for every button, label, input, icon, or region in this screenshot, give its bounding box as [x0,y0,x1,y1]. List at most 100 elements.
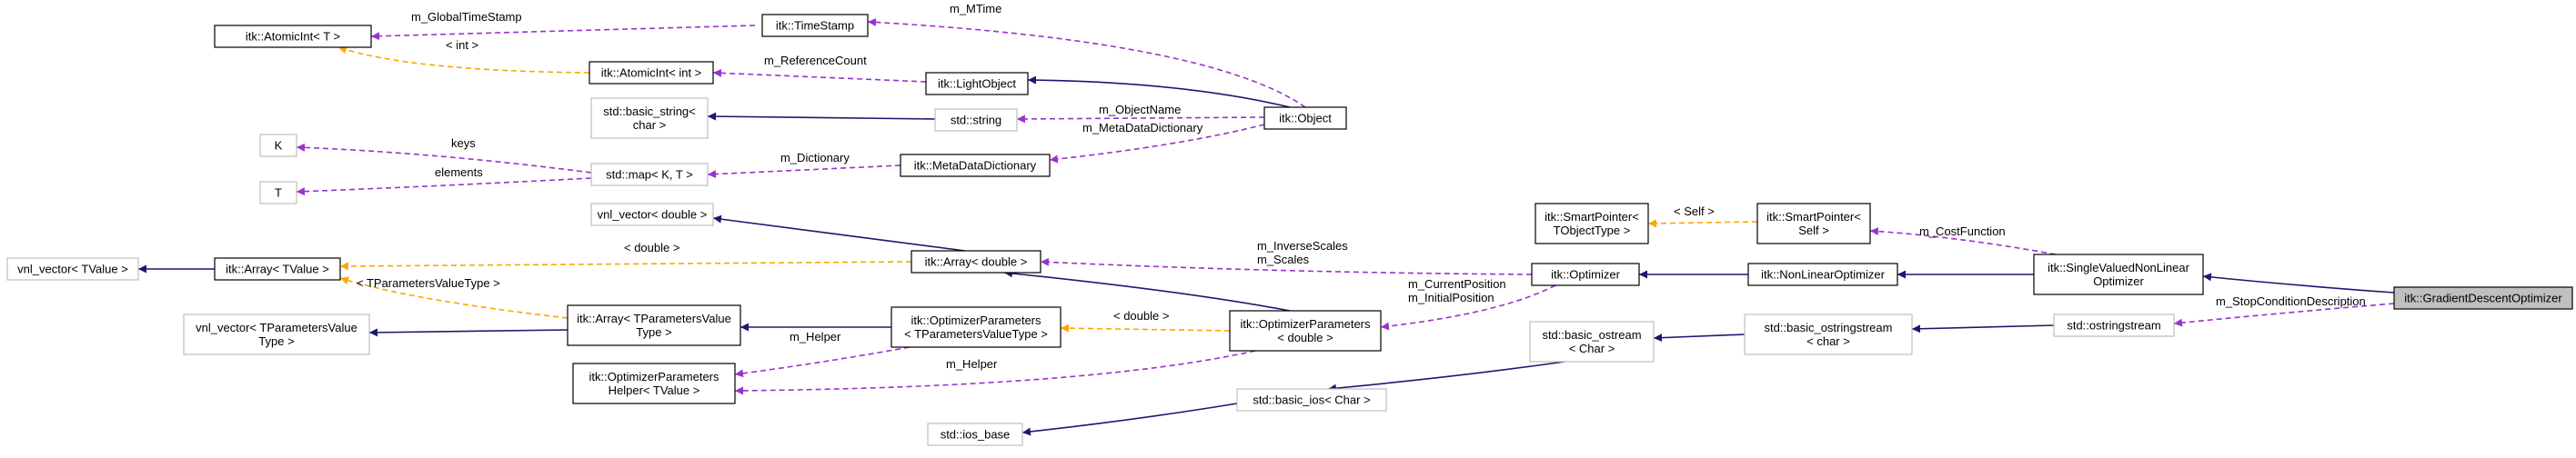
inheritance-edge-e30 [1911,324,2055,334]
class-node-vnl-tparams: vnl_vector< TParametersValueType > [183,314,370,355]
class-node-basic-ostream: std::basic_ostream< Char > [1529,321,1655,363]
class-node-t: T [259,181,297,204]
edge-label: m_ObjectName [1099,103,1181,116]
class-node-label: itk::OptimizerParameters [589,370,719,383]
template-edge-e14 [339,261,912,271]
edge-label: m_Helper [946,357,998,371]
class-node-label: std::map< K, T > [606,168,693,182]
class-node-label: vnl_vector< TParametersValue [196,321,357,334]
edge-label: m_CostFunction [1919,224,2006,238]
class-node-box [589,61,714,85]
usage-edge-e1 [370,25,756,41]
class-node-label: itk::OptimizerParameters [1240,317,1371,331]
class-node-label: itk::NonLinearOptimizer [1761,268,1885,282]
class-node-box [259,181,297,204]
class-node-label: std::ios_base [941,428,1011,442]
class-node-label: Type > [258,334,294,348]
edge-label: < double > [624,241,679,254]
class-node-box [2393,286,2573,310]
class-node-label: std::ostringstream [2067,319,2160,333]
class-node-optimizer[interactable]: itk::Optimizer [1531,263,1640,286]
class-node-box [1744,314,1913,355]
usage-edge-e4 [712,68,927,83]
class-node-label: T [275,186,282,200]
class-node-lightobject[interactable]: itk::LightObject [925,72,1029,95]
class-node-box [590,203,714,226]
class-node-label: itk::Array< TParametersValue [577,312,731,325]
class-node-ios-base: std::ios_base [927,423,1023,446]
class-node-box [2053,314,2175,337]
class-node-timestamp[interactable]: itk::TimeStamp [761,14,869,37]
class-node-optparams-double[interactable]: itk::OptimizerParameters< double > [1229,310,1382,352]
usage-edge-e20 [734,346,911,378]
class-node-label: Self > [1798,224,1829,237]
edge-label: m_Dictionary [780,151,850,164]
usage-edge-e29 [2173,303,2395,327]
class-node-object[interactable]: itk::Object [1263,106,1347,130]
class-node-basic-ios: std::basic_ios< Char > [1236,388,1387,412]
class-node-label: vnl_vector< TValue > [17,263,128,276]
class-node-metadatadict[interactable]: itk::MetaDataDictionary [900,154,1051,177]
class-node-box [183,314,370,355]
class-node-label: itk::AtomicInt< int > [601,66,702,80]
class-node-label: < TParametersValueType > [904,327,1048,341]
class-node-box [590,163,709,186]
class-node-label: Optimizer [2093,274,2144,288]
class-node-gradient[interactable]: itk::GradientDescentOptimizer [2393,286,2573,310]
class-node-label: K [275,139,283,153]
class-node-vnl-double: vnl_vector< double > [590,203,714,226]
class-node-box [927,423,1023,446]
class-node-atomicint-t[interactable]: itk::AtomicInt< T > [214,25,372,48]
inheritance-edge-e18 [1003,269,1291,312]
edge-label: m_Helper [790,330,841,344]
class-node-array-tvalue[interactable]: itk::Array< TValue > [214,257,341,281]
edge-label: < Self > [1674,204,1715,218]
class-node-atomicint-int[interactable]: itk::AtomicInt< int > [589,61,714,85]
class-node-vnl-tvalue: vnl_vector< TValue > [6,257,139,281]
edge-label: m_MetaDataDictionary [1082,121,1203,134]
class-node-label: Helper< TValue > [609,383,700,397]
class-node-label: < double > [1277,331,1333,344]
class-node-label: itk::SmartPointer< [1545,210,1639,224]
usage-edge-e11 [707,164,901,179]
class-node-label: itk::Object [1279,112,1332,125]
class-node-smartptr-t[interactable]: itk::SmartPointer<TObjectType > [1535,203,1649,244]
edge-label: m_Scales [1257,253,1310,266]
class-node-k: K [259,134,297,157]
class-node-label: char > [633,118,667,132]
class-node-label: itk::Array< TValue > [226,263,329,276]
edge-label: elements [435,165,483,179]
class-node-box [1529,321,1655,363]
edge-label: < double > [1113,309,1169,323]
class-node-label: itk::OptimizerParameters [911,314,1041,327]
class-node-label: itk::AtomicInt< T > [246,30,340,44]
class-node-label: itk::Optimizer [1551,268,1621,282]
inheritance-edge-e6 [707,112,936,121]
class-node-box [1747,263,1898,286]
template-edge-e24 [1647,219,1758,228]
edge-label: m_InitialPosition [1408,291,1494,304]
class-node-box [2033,254,2204,295]
class-node-box [6,257,139,281]
class-node-label: std::string [951,114,1001,127]
class-node-ostringstream: std::ostringstream [2053,314,2175,337]
class-node-box [259,134,297,157]
class-node-box [1263,106,1347,130]
class-node-optparams-t[interactable]: itk::OptimizerParameters< TParametersVal… [891,306,1062,348]
class-node-array-double[interactable]: itk::Array< double > [911,250,1041,274]
inheritance-edge-e32 [1327,361,1565,393]
template-edge-e3 [337,45,590,74]
usage-edge-e25 [1869,227,2057,255]
usage-edge-e9 [296,143,592,174]
class-node-nonlinear[interactable]: itk::NonLinearOptimizer [1747,263,1898,286]
edge-label: m_ReferenceCount [764,54,867,67]
edge-label: m_CurrentPosition [1408,277,1506,291]
class-node-array-tparams[interactable]: itk::Array< TParametersValueType > [567,304,741,346]
class-node-box [1531,263,1640,286]
class-node-label: vnl_vector< double > [598,208,708,222]
class-node-smartptr-self[interactable]: itk::SmartPointer<Self > [1756,203,1871,244]
class-node-box [1535,203,1649,244]
